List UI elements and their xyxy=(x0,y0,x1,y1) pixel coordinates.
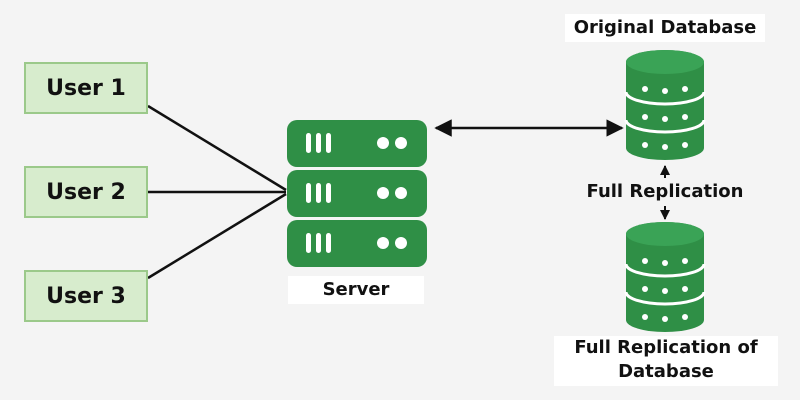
user-label: User 3 xyxy=(46,283,126,309)
connector-user3-server xyxy=(147,192,287,280)
full-replication-label: Full Replication xyxy=(575,180,755,206)
server-unit-1 xyxy=(287,120,427,167)
server-unit-2 xyxy=(287,170,427,217)
user-label: User 1 xyxy=(46,75,126,101)
server-rack-icon xyxy=(287,120,427,267)
user-box-2: User 2 xyxy=(24,166,148,218)
replica-database-icon xyxy=(624,222,706,332)
original-database-icon xyxy=(624,50,706,160)
user-box-1: User 1 xyxy=(24,62,148,114)
original-database-label: Original Database xyxy=(565,14,765,42)
replica-database-label: Full Replication of Database xyxy=(554,336,778,386)
user-box-3: User 3 xyxy=(24,270,148,322)
server-unit-3 xyxy=(287,220,427,267)
connector-user1-server xyxy=(147,104,287,192)
user-label: User 2 xyxy=(46,179,126,205)
server-label: Server xyxy=(288,276,424,304)
